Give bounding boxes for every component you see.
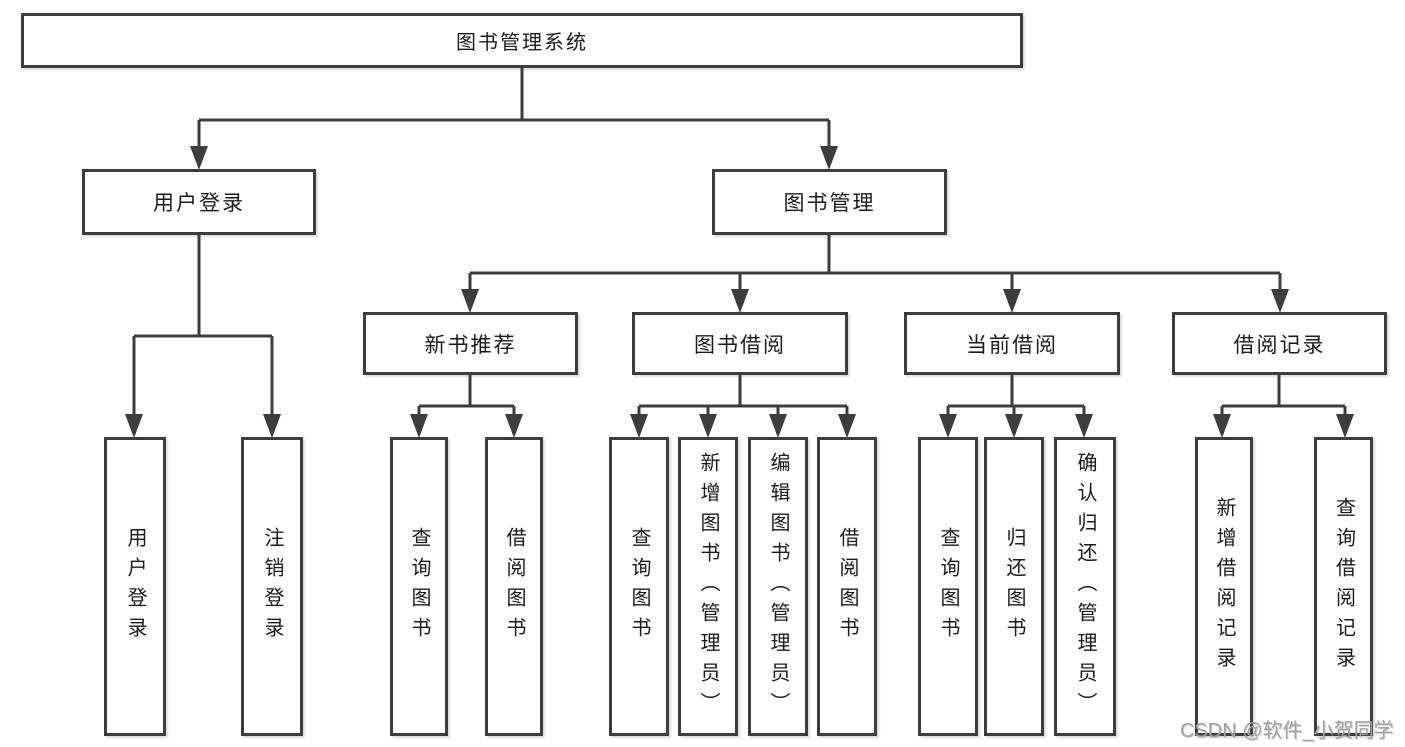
leaf-label: 用户登录 [124,526,146,647]
node-current-borrow: 当前借阅 [904,312,1120,375]
leaf-current-return: 归还图书 [984,437,1044,736]
leaf-current-query: 查询图书 [918,437,978,736]
leaf-user-login: 用户登录 [104,437,166,736]
leaf-records-query: 查询借阅记录 [1314,437,1373,736]
leaf-label: 查询图书 [937,526,959,647]
leaf-label: 借阅图书 [503,526,525,647]
leaf-current-confirm: 确认归还（管理员） [1054,437,1116,736]
node-borrow-records: 借阅记录 [1172,312,1387,375]
node-book-mgmt-label: 图书管理 [783,192,876,215]
leaf-label: 注销登录 [261,526,283,647]
leaf-label: 查询借阅记录 [1332,496,1355,677]
leaf-borrow-borrow: 借阅图书 [817,437,877,736]
node-user-login: 用户登录 [82,169,316,235]
node-book-mgmt: 图书管理 [712,169,947,235]
leaf-borrow-query: 查询图书 [609,437,669,736]
leaf-newbooks-borrow: 借阅图书 [485,437,543,736]
leaf-label: 新增借阅记录 [1213,496,1235,677]
node-borrow-records-label: 借阅记录 [1233,333,1326,357]
leaf-label: 借阅图书 [836,526,858,647]
leaf-label: 查询图书 [408,526,430,647]
node-root-label: 图书管理系统 [456,32,588,54]
node-new-books-label: 新书推荐 [424,333,517,357]
leaf-label: 归还图书 [1003,526,1025,647]
leaf-borrow-edit: 编辑图书（管理员） [748,437,808,736]
connector-lines [132,68,1347,417]
leaf-label: 新增图书（管理员） [697,451,719,722]
node-root: 图书管理系统 [21,13,1023,68]
node-current-borrow-label: 当前借阅 [966,333,1058,357]
csdn-watermark: CSDN @软件_小贺同学 [1180,720,1394,742]
node-new-books: 新书推荐 [363,312,578,375]
node-book-borrow-label: 图书借阅 [694,333,786,357]
leaf-newbooks-query: 查询图书 [390,437,448,736]
node-book-borrow: 图书借阅 [632,312,848,375]
leaf-logout: 注销登录 [241,437,303,736]
leaf-label: 编辑图书（管理员） [767,451,789,722]
node-user-login-label: 用户登录 [153,192,245,215]
leaf-records-add: 新增借阅记录 [1195,437,1253,736]
leaf-label: 确认归还（管理员） [1074,451,1096,722]
connector-arrowheads [125,146,1354,438]
leaf-borrow-add: 新增图书（管理员） [678,437,738,736]
leaf-label: 查询图书 [628,526,650,647]
